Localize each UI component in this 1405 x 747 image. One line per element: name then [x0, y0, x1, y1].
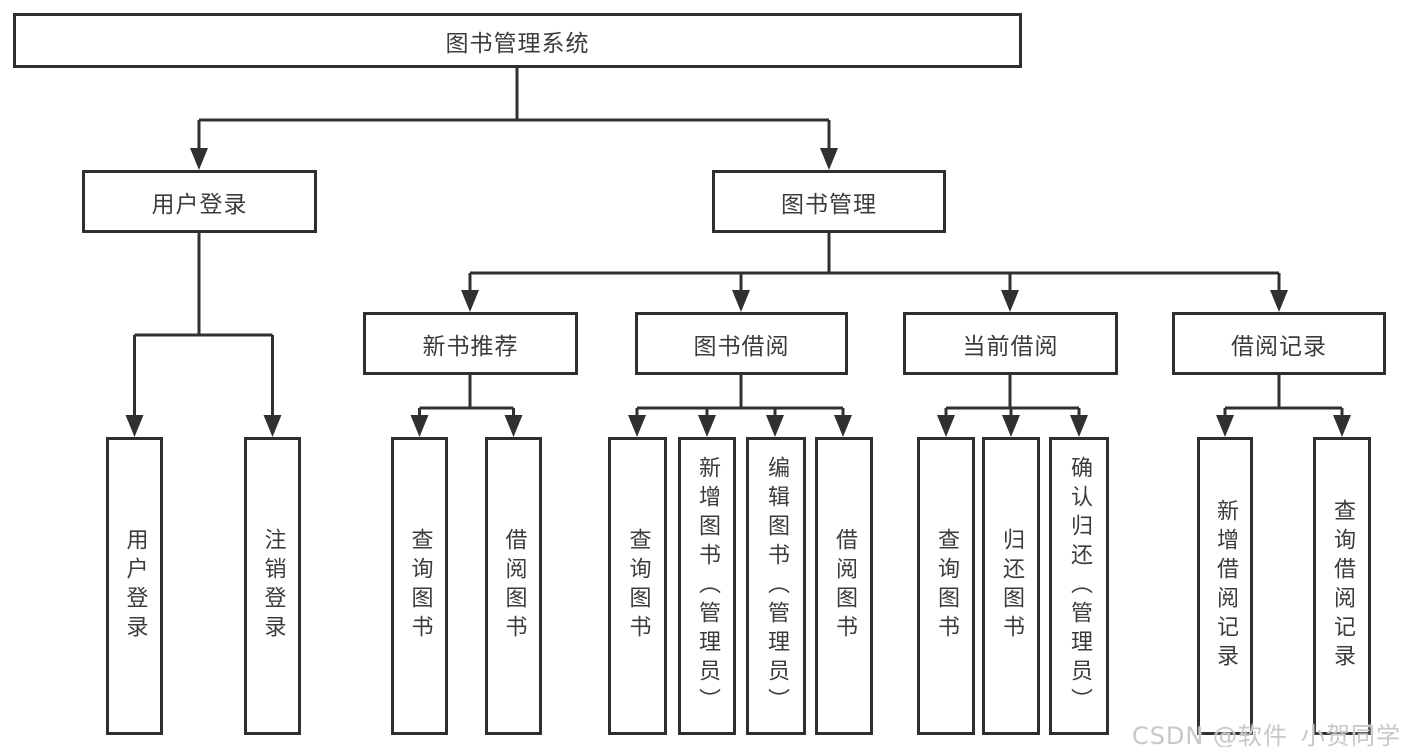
leaf-label: 查询借阅记录	[1330, 499, 1355, 673]
node-user-login: 用户登录	[82, 170, 317, 233]
leaf-logout: 注销登录	[244, 437, 301, 735]
leaf-label: 借阅图书	[501, 528, 527, 644]
leaf-query-books-borrowing: 查询图书	[608, 437, 667, 735]
leaf-label: 新增图书（管理员）	[695, 455, 720, 717]
leaf-label: 归还图书	[999, 528, 1024, 644]
node-label: 图书管理系统	[445, 30, 590, 57]
leaf-label: 确认归还（管理员）	[1067, 455, 1092, 717]
leaf-confirm-return-admin: 确认归还（管理员）	[1049, 437, 1109, 735]
node-borrowing-records: 借阅记录	[1172, 312, 1386, 375]
leaf-query-books-current: 查询图书	[917, 437, 975, 735]
arrowheads	[125, 148, 1351, 437]
leaf-label: 用户登录	[122, 528, 148, 644]
leaf-query-books-recommendation: 查询图书	[391, 437, 448, 735]
leaf-label: 查询图书	[407, 528, 433, 644]
node-library-management-system: 图书管理系统	[13, 13, 1022, 68]
leaf-add-borrowing-record: 新增借阅记录	[1197, 437, 1253, 735]
leaf-label: 借阅图书	[832, 528, 857, 644]
leaf-return-books: 归还图书	[982, 437, 1040, 735]
node-label: 新书推荐	[422, 333, 519, 360]
node-label: 用户登录	[151, 191, 248, 218]
leaf-label: 查询图书	[625, 528, 651, 644]
node-label: 图书管理	[781, 191, 877, 218]
node-current-borrowing: 当前借阅	[903, 312, 1118, 375]
node-book-management: 图书管理	[712, 170, 946, 233]
leaf-add-books-admin: 新增图书（管理员）	[678, 437, 736, 735]
node-label: 当前借阅	[962, 333, 1059, 360]
leaf-query-borrowing-record: 查询借阅记录	[1313, 437, 1371, 735]
node-label: 借阅记录	[1231, 333, 1327, 360]
node-label: 图书借阅	[693, 333, 790, 360]
node-new-book-recommendation: 新书推荐	[363, 312, 578, 375]
leaf-borrow-books: 借阅图书	[815, 437, 873, 735]
leaf-edit-books-admin: 编辑图书（管理员）	[746, 437, 806, 735]
leaf-label: 查询图书	[934, 528, 959, 644]
leaf-borrow-books-recommendation: 借阅图书	[485, 437, 542, 735]
csdn-watermark: CSDN @软件_小贺同学	[1131, 722, 1401, 747]
leaf-label: 编辑图书（管理员）	[764, 455, 789, 717]
leaf-label: 注销登录	[260, 528, 286, 644]
node-book-borrowing: 图书借阅	[635, 312, 848, 375]
leaf-user-login: 用户登录	[106, 437, 163, 735]
leaf-label: 新增借阅记录	[1213, 499, 1238, 673]
